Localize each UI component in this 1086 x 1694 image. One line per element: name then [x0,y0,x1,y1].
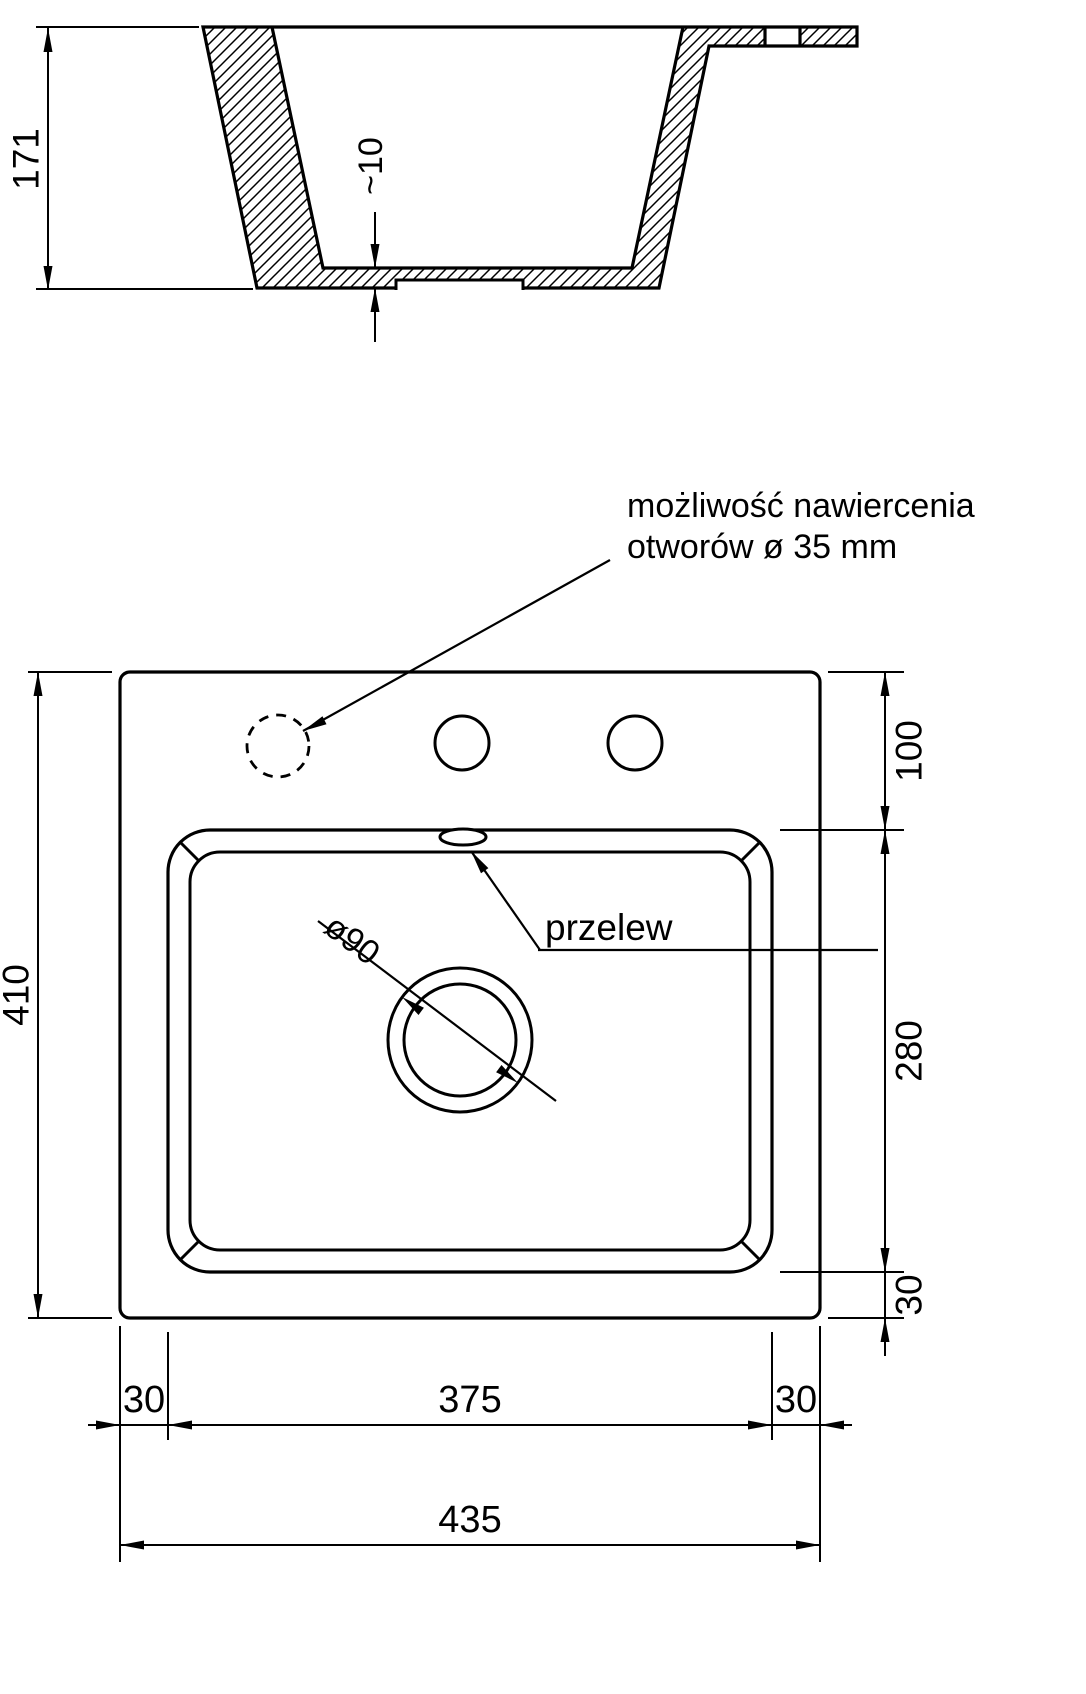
dim-100-label: 100 [889,720,930,782]
note-line-1: możliwość nawiercenia [627,487,975,525]
dim-30-right-label: 30 [889,1274,930,1315]
dim-410-arrow-bottom [33,1294,43,1318]
dim-171-label: 171 [6,128,47,190]
dim-100-arrow-top [880,672,890,696]
drain-recess-mask [396,279,523,291]
drain-callout: ø90 [317,907,557,1102]
dim-bottom-thickness: ~10 [352,137,390,342]
cross-section-body [201,25,859,290]
note-leader-line [302,559,611,732]
dim-435-label: 435 [438,1499,501,1541]
dim-30-bottom-right-label: 30 [775,1379,817,1421]
drain-recess-outline [394,278,525,290]
note-callout: możliwość nawiercenia otworów ø 35 mm [302,487,975,732]
dim-280-arrow-bottom [880,1248,890,1272]
note-line-2: otworów ø 35 mm [627,528,897,566]
dim-280-label: 280 [889,1020,930,1082]
overflow-label: przelew [545,907,673,948]
drain-arrow-upper [402,997,424,1015]
dim-410-arrow-top [33,672,43,696]
plan-view: ø90 możliwość nawiercenia otworów ø 35 m… [0,487,975,1562]
basin-inner-edge [188,850,752,1252]
dim-375-arrow-left [168,1420,192,1430]
drain-arrow-lower [496,1065,518,1083]
dim-bottom-row-1: 30 375 30 [88,1326,852,1562]
corner-tick-top-right [739,840,762,863]
dim-30-right-arrow-bottom [880,1318,890,1342]
dim-435-arrow-right [796,1540,820,1550]
drain-diameter-label: ø90 [317,907,387,973]
corner-tick-top-left [178,840,201,863]
optional-hole-dashed-circle [245,713,311,779]
dim-10-arrow-bottom [370,288,380,312]
corner-tick-bottom-left [178,1239,201,1262]
drain-inner-circle [402,982,518,1098]
dim-bottom-row-2: 435 [120,1499,820,1550]
drain-recess [394,278,525,291]
dim-375-label: 375 [438,1379,501,1421]
dim-30-left-label: 30 [123,1379,165,1421]
overflow-ellipse [438,827,488,847]
sink-outer-edge [118,670,822,1320]
dim-435-arrow-left [120,1540,144,1550]
dim-375-arrow-right [748,1420,772,1430]
drain-leader-line [317,920,557,1102]
dim-171: 171 [6,26,253,290]
dim-30-bottom-right-arrow [820,1420,844,1430]
dim-10-label: ~10 [352,137,390,195]
dim-410-label: 410 [0,964,37,1026]
note-leader-arrow [303,716,327,731]
faucet-hole-2 [606,714,664,772]
dim-280-arrow-top [880,830,890,854]
dim-100-arrow-bottom [880,806,890,830]
faucet-hole-1 [433,714,491,772]
dim-410: 410 [0,671,112,1319]
corner-tick-bottom-right [739,1239,762,1262]
side-view: 171 ~10 [6,25,859,342]
dim-171-arrow-top [43,28,53,52]
dim-30-left-arrow [96,1420,120,1430]
basin-outer-edge [166,828,774,1274]
overflow-callout: przelew [470,850,878,952]
drain-outer-circle [386,966,534,1114]
overflow-leader-arrow [471,851,489,874]
basin-corner-ticks [178,840,762,1262]
dim-171-arrow-bottom [43,266,53,290]
dim-10-arrow-top [370,244,380,268]
dim-right-column: 100 280 30 [780,671,930,1356]
